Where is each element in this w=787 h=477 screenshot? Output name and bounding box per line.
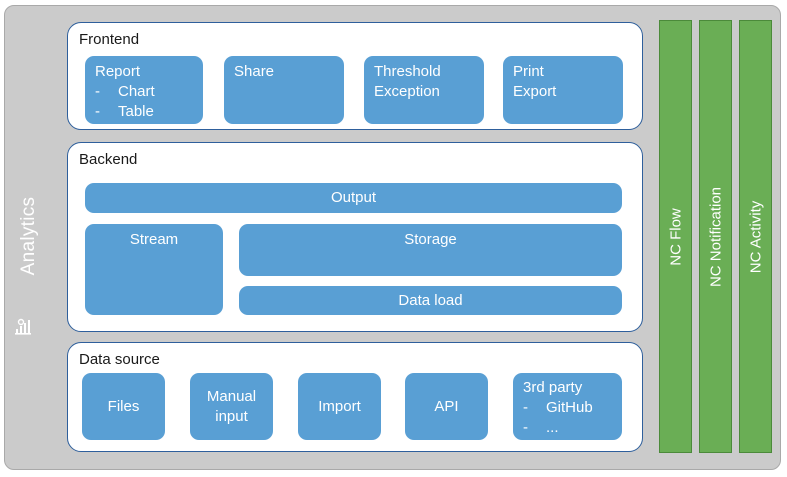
nc-activity-label: NC Activity — [747, 200, 764, 273]
nc-activity-column: NC Activity — [739, 20, 772, 453]
files-box: Files — [82, 373, 165, 440]
threshold-box: Threshold Exception — [364, 56, 484, 124]
datasource-title: Data source — [79, 351, 160, 368]
dataload-box: Data load — [239, 286, 622, 315]
nc-flow-column: NC Flow — [659, 20, 692, 453]
frontend-title: Frontend — [79, 31, 140, 48]
storage-box: Storage — [239, 224, 622, 276]
print-line1: Print — [513, 63, 544, 80]
api-box: API — [405, 373, 488, 440]
manual-line2: input — [215, 407, 248, 425]
manual-input-box: Manual input — [190, 373, 273, 440]
report-item-chart: -Chart — [95, 83, 155, 100]
print-line2: Export — [513, 83, 557, 100]
report-item-table: -Table — [95, 103, 154, 120]
manual-line1: Manual — [206, 387, 257, 405]
print-box: Print Export — [503, 56, 623, 124]
threshold-line1: Threshold — [374, 63, 441, 80]
analytics-title: Analytics — [18, 196, 39, 276]
stream-box: Stream — [85, 224, 223, 315]
analytics-chart-icon — [15, 318, 31, 335]
thirdparty-item-github: -GitHub — [523, 399, 593, 416]
report-box: Report -Chart -Table — [85, 56, 203, 124]
thirdparty-item-more: -... — [523, 419, 559, 436]
thirdparty-box: 3rd party -GitHub -... — [513, 373, 622, 440]
thirdparty-label: 3rd party — [523, 379, 583, 396]
import-box: Import — [298, 373, 381, 440]
output-box: Output — [85, 183, 622, 213]
nc-notification-label: NC Notification — [707, 186, 724, 287]
nc-notification-column: NC Notification — [699, 20, 732, 453]
share-label: Share — [234, 63, 275, 80]
backend-title: Backend — [79, 151, 138, 168]
nc-flow-label: NC Flow — [667, 207, 684, 266]
threshold-line2: Exception — [374, 83, 440, 100]
report-label: Report — [95, 63, 141, 80]
share-box: Share — [224, 56, 344, 124]
